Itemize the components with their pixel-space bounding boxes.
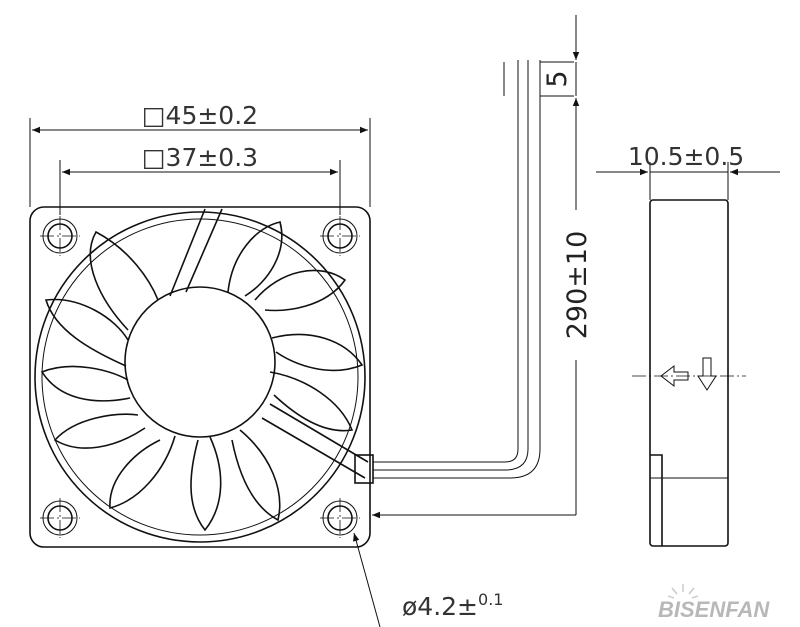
airflow-arrow-icon [660, 364, 689, 388]
lead-length-label: 290±10 [562, 231, 593, 340]
dim-lead-strip: 5 [542, 15, 580, 96]
dim-outer-width: □45±0.2 [29, 101, 371, 207]
fan-hub [124, 286, 276, 438]
fan-blades [40, 221, 364, 532]
side-profile [649, 199, 729, 547]
side-view: 10.5±0.5 [596, 142, 780, 547]
fan-opening [34, 211, 366, 543]
dim-hole-spacing: □37±0.3 [59, 143, 341, 215]
dim-lead-length: 290±10 [372, 98, 596, 519]
rotation-arrow-icon [697, 357, 717, 391]
hole-spacing-label: □37±0.3 [142, 143, 258, 172]
hole-diameter-label: ø4.2±0.1 [402, 590, 503, 621]
mounting-holes [40, 216, 360, 538]
front-view [29, 206, 374, 548]
lead-wires [373, 60, 574, 479]
lead-strip-label: 5 [542, 70, 573, 87]
brand-logo: BISENFAN [658, 584, 770, 622]
thickness-label: 10.5±0.5 [628, 142, 744, 171]
outer-width-label: □45±0.2 [142, 101, 258, 130]
fan-frame-outline [29, 206, 371, 548]
brand-name: BISENFAN [658, 597, 770, 622]
dim-hole-diameter: ø4.2±0.1 [353, 532, 503, 627]
